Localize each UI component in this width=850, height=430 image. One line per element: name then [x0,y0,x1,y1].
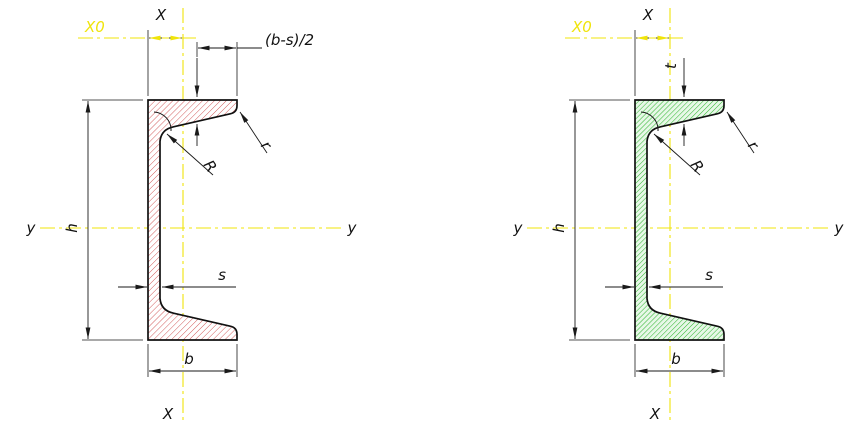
toe-radius-label: r [744,137,763,153]
x0-label: X0 [571,18,592,36]
channel-profile-outline [147,99,238,341]
toe-radius-leader [239,111,268,154]
bs2-label: (b-s)/2 [265,31,314,49]
x0-label: X0 [84,18,105,36]
s-label: s [705,266,713,284]
channel-profile-outline [634,99,725,341]
slope-angle-arc [640,111,659,132]
channel-section-diagram-left: h s b (b-s)/2 r R X X X0 y y [26,6,358,423]
b-label: b [184,350,194,368]
y-axis-label-left: y [513,219,524,237]
toe-radius-leader [726,111,755,154]
x-axis-label-bottom: X [162,405,174,423]
toe-radius-label: r [257,137,276,153]
y-axis-label-right: y [834,219,845,237]
h-label: h [63,223,81,233]
root-radius-leader [653,133,701,176]
b-label: b [671,350,681,368]
x-axis-label-bottom: X [649,405,661,423]
s-label: s [218,266,226,284]
h-label: h [550,223,568,233]
slope-angle-arc [153,111,172,132]
channel-section-diagram-right: h s b t r R X X X0 y y [513,6,845,423]
y-axis-label-right: y [347,219,358,237]
t-label: t [662,62,680,69]
root-radius-leader [166,133,214,176]
x-axis-label-top: X [155,6,167,24]
x-axis-label-top: X [642,6,654,24]
y-axis-label-left: y [26,219,37,237]
